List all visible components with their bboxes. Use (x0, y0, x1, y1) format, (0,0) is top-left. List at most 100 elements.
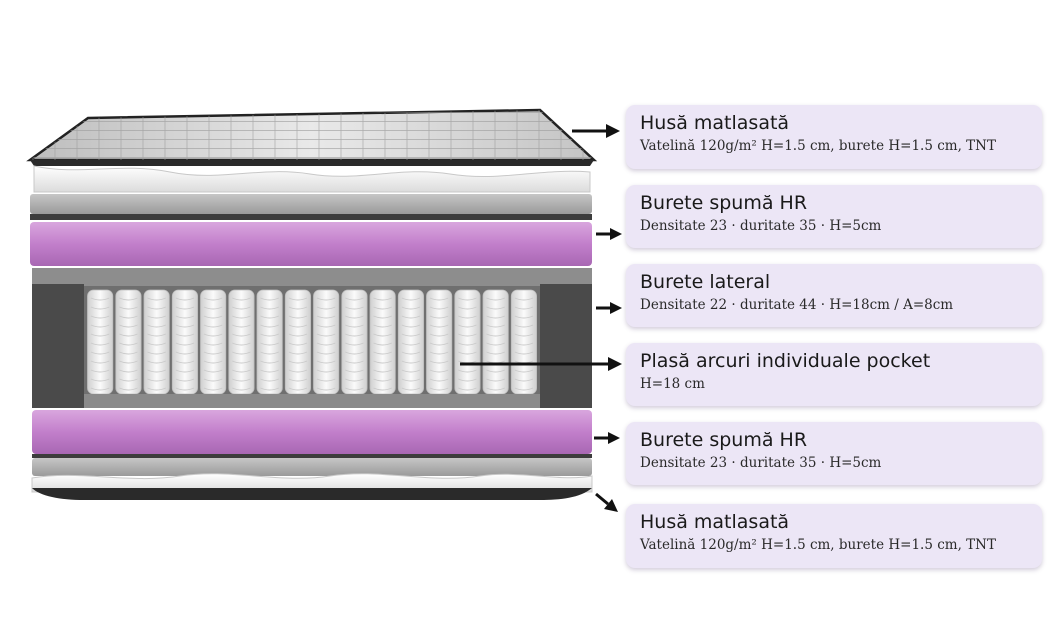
layer-title: Burete spumă HR (640, 429, 808, 451)
spring-coil-line (119, 387, 138, 391)
spring-coil-line (458, 351, 477, 355)
spring-coil-line (514, 324, 534, 328)
spring-coil-line (232, 297, 251, 301)
spring-coil-line (486, 369, 505, 373)
spring-coil-line (514, 306, 534, 310)
spring-coil-line (401, 360, 421, 364)
spring-coil-line (232, 369, 251, 373)
spring-coil-line (147, 333, 166, 337)
spring-coil-line (260, 378, 279, 382)
spring-coil-line (429, 306, 449, 310)
spring-coil-line (288, 333, 308, 337)
spring-coil-line (175, 297, 195, 301)
spring-coil-line (260, 324, 279, 328)
pocket-spring (369, 289, 396, 395)
layer-title: Husă matlasată (640, 112, 790, 134)
spring-coil-line (203, 342, 223, 346)
arrow-springs (460, 357, 622, 371)
spring-coil-line (232, 306, 251, 310)
spring-coil-line (147, 351, 166, 355)
spring-coil-line (458, 387, 477, 391)
spring-coil-line (90, 342, 110, 346)
spring-coil-line (345, 360, 364, 364)
spring-coil-line (119, 333, 138, 337)
spring-coil-line (316, 333, 336, 337)
spring-coil-line (203, 324, 223, 328)
spring-coil-line (288, 369, 308, 373)
spring-coil-line (175, 351, 195, 355)
spring-coil-line (90, 306, 110, 310)
spring-coil-line (232, 378, 251, 382)
top-hr-foam (30, 194, 592, 266)
spring-coil-line (316, 387, 336, 391)
spring-coil-line (288, 342, 308, 346)
spring-coil-line (401, 387, 421, 391)
pocket-spring (341, 289, 368, 395)
spring-coil-line (401, 306, 421, 310)
spring-coil-line (232, 342, 251, 346)
spring-coil-line (316, 378, 336, 382)
spring-coil-line (119, 297, 138, 301)
spring-coil-line (429, 342, 449, 346)
spring-coil-line (429, 369, 449, 373)
spring-coil-line (345, 297, 364, 301)
spring-coil-line (514, 387, 534, 391)
spring-coil-line (429, 360, 449, 364)
spring-coil-line (486, 378, 505, 382)
spring-coil-line (345, 315, 364, 319)
spring-coil-line (119, 315, 138, 319)
spring-coil-line (175, 360, 195, 364)
layer-description: Vatelină 120g/m² H=1.5 cm, burete H=1.5 … (640, 138, 996, 154)
spring-coil-line (401, 297, 421, 301)
spring-coil-line (175, 333, 195, 337)
arrow-lateral-foam (596, 302, 622, 314)
pocket-spring (143, 289, 170, 395)
spring-coil-line (458, 369, 477, 373)
spring-coil-line (147, 378, 166, 382)
spring-coil-line (486, 351, 505, 355)
spring-coil-line (232, 315, 251, 319)
spring-coil-line (232, 324, 251, 328)
spring-coil-line (401, 315, 421, 319)
spring-coil-line (345, 378, 364, 382)
spring-coil-line (260, 351, 279, 355)
layer-card-lateral-foam: Burete lateral Densitate 22 · duritate 4… (626, 264, 1042, 327)
bottom-hr-foam (32, 410, 592, 476)
spring-coil-line (373, 342, 392, 346)
spring-coil-line (514, 378, 534, 382)
arrow-top-cover (572, 124, 620, 138)
spring-coil-line (119, 369, 138, 373)
spring-coil-line (458, 306, 477, 310)
spring-coil-line (316, 297, 336, 301)
spring-coil-line (345, 324, 364, 328)
spring-coil-line (486, 324, 505, 328)
spring-coil-line (316, 342, 336, 346)
spring-coil-line (316, 324, 336, 328)
top-quilted-cover (26, 108, 598, 193)
pocket-spring (171, 289, 199, 395)
spring-coil-line (119, 306, 138, 310)
spring-coil-line (203, 333, 223, 337)
spring-coil-line (514, 315, 534, 319)
spring-coil-line (429, 315, 449, 319)
spring-coil-line (373, 351, 392, 355)
spring-coil-line (288, 351, 308, 355)
spring-coil-line (90, 315, 110, 319)
spring-coil-line (514, 369, 534, 373)
spring-coil-line (373, 369, 392, 373)
spring-coil-line (345, 306, 364, 310)
spring-coil-line (175, 342, 195, 346)
spring-coil-line (514, 342, 534, 346)
spring-coil-line (316, 369, 336, 373)
spring-coil-line (401, 378, 421, 382)
spring-coil-line (373, 387, 392, 391)
spring-coil-line (90, 387, 110, 391)
spring-coil-line (458, 378, 477, 382)
pocket-spring (284, 289, 311, 395)
spring-coil-line (486, 315, 505, 319)
spring-coil-line (260, 387, 279, 391)
spring-coil-line (514, 297, 534, 301)
spring-coil-line (147, 342, 166, 346)
spring-coil-line (232, 333, 251, 337)
spring-coil-line (232, 387, 251, 391)
